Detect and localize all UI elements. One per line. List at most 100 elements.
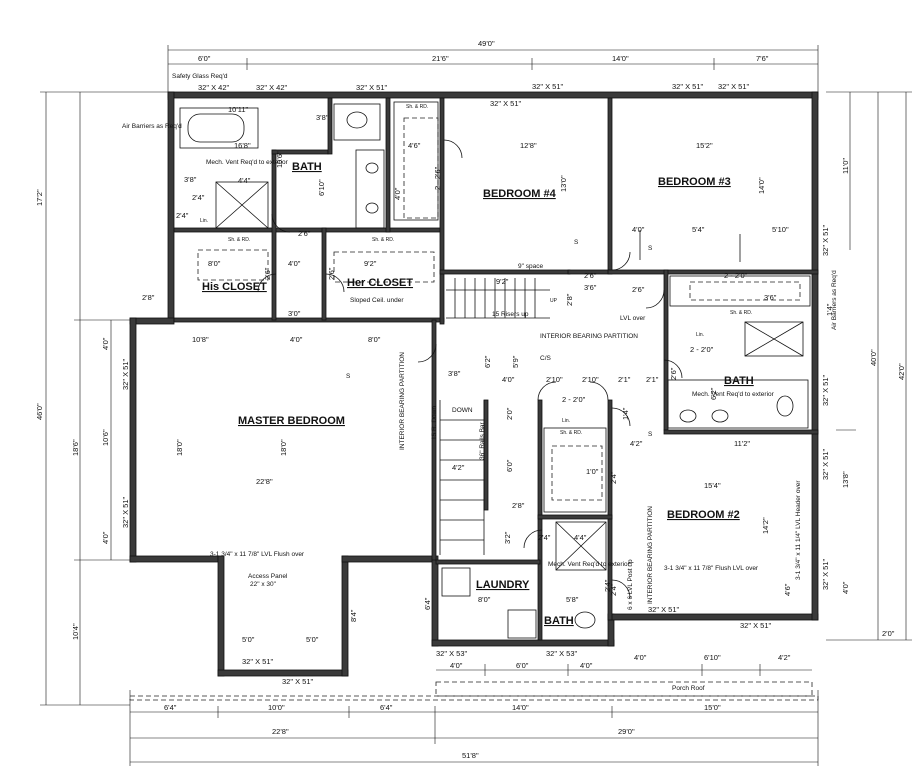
room-labels: MASTER BEDROOM BATH His CLOSET Her CLOSE… bbox=[202, 161, 754, 627]
dim-left-10-4: 10'4" bbox=[71, 623, 80, 640]
dim-porch-5-b: 5'0" bbox=[306, 635, 319, 644]
dim-closet-2-6-b: 2'6" bbox=[263, 267, 272, 280]
dim-master-4: 4'0" bbox=[290, 335, 303, 344]
note-lvl-header: 3-1 3/4" x 11 1/4" LVL Header over bbox=[795, 480, 802, 580]
dim-bot-4-b: 4'0" bbox=[580, 661, 593, 670]
dim-hall-5-9: 5'9" bbox=[511, 355, 520, 368]
dim-bath-10-6: 10'6" bbox=[275, 151, 284, 168]
dim-bed2-15-4: 15'4" bbox=[704, 481, 721, 490]
dim-hall-2-10-b: 2'10" bbox=[582, 375, 599, 384]
dim-bed3-14: 14'0" bbox=[757, 177, 766, 194]
dim-bot-14: 14'0" bbox=[512, 703, 529, 712]
note-shelf-rod-her: Sh. & RD. bbox=[372, 237, 394, 243]
dim-left-4-b: 4'0" bbox=[101, 531, 110, 544]
window-label-3: 32" X 51" bbox=[490, 99, 522, 108]
window-label-4: 32" X 51" bbox=[532, 82, 564, 91]
dim-hall-2-2: 2 - 2'0" bbox=[562, 395, 586, 404]
dim-bath-6-10: 6'10" bbox=[317, 179, 326, 196]
note-down: DOWN bbox=[452, 407, 473, 414]
note-interior-bearing-3: INTERIOR BEARING PARTITION bbox=[647, 506, 654, 604]
dim-right-4: 4'0" bbox=[841, 581, 850, 594]
note-shelf-rod-his: Sh. & RD. bbox=[228, 237, 250, 243]
dim-hallbath-6-2: 6'2" bbox=[709, 387, 718, 400]
dim-right-13-8: 13'8" bbox=[841, 471, 850, 488]
note-risers-down: 15 R. Down bbox=[431, 406, 438, 440]
dimension-lines bbox=[40, 45, 912, 766]
dim-top-14: 14'0" bbox=[612, 54, 629, 63]
room-label-bedroom-4: BEDROOM #4 bbox=[483, 188, 557, 200]
dim-right-40: 40'0" bbox=[869, 349, 878, 366]
window-label-6: 32" X 51" bbox=[718, 82, 750, 91]
dim-master-3: 3'0" bbox=[288, 309, 301, 318]
window-labels: 32" X 42" 32" X 42" 32" X 51" 32" X 51" … bbox=[121, 82, 830, 686]
window-label-18: 32" X 51" bbox=[356, 83, 388, 92]
dim-hallbath-1-4: 1'4" bbox=[621, 407, 630, 420]
note-risers-up: 15 Risers up bbox=[492, 311, 529, 318]
window-label-7: 32" X 51" bbox=[821, 224, 830, 256]
dim-bath-10-11: 10'11" bbox=[228, 105, 249, 114]
note-access-size: 22" x 30" bbox=[250, 581, 277, 588]
window-label-1: 32" X 42" bbox=[198, 83, 230, 92]
dim-master-2-8: 2'8" bbox=[142, 293, 155, 302]
note-mech-vent-small: Mech. Vent Req'd to exterior bbox=[548, 561, 631, 568]
dim-hall-1: 1'0" bbox=[586, 467, 599, 476]
window-label-19: 32" X 51" bbox=[821, 448, 830, 480]
dim-left-17-2: 17'2" bbox=[35, 189, 44, 206]
dim-hall-2-4-b: 2'4" bbox=[609, 471, 618, 484]
door-swings bbox=[257, 139, 683, 599]
dim-left-18-6: 18'6" bbox=[71, 439, 80, 456]
note-interior-bearing-2: INTERIOR BEARING PARTITION bbox=[399, 352, 406, 450]
dim-laundry-8: 8'0" bbox=[478, 595, 491, 604]
dim-hall-2-4: 2'4" bbox=[538, 533, 551, 542]
dim-hall-3-2: 3'2" bbox=[503, 531, 512, 544]
dim-bath-2-4: 2'4" bbox=[192, 193, 205, 202]
dim-hall-2-1: 2'1" bbox=[618, 375, 631, 384]
dim-bot-51-8: 51'8" bbox=[462, 751, 479, 760]
room-label-small-bath: BATH bbox=[544, 615, 574, 627]
dim-bed2-2-4: 2'4" bbox=[609, 583, 618, 596]
note-interior-bearing-1: INTERIOR BEARING PARTITION bbox=[540, 333, 638, 340]
window-label-13: 32" X 51" bbox=[648, 605, 680, 614]
dim-left-10-6: 10'6" bbox=[101, 429, 110, 446]
dim-bed4-13: 13'0" bbox=[559, 175, 568, 192]
note-access-panel: Access Panel bbox=[248, 573, 288, 580]
dim-stair-2-8: 2'8" bbox=[565, 293, 574, 306]
window-label-8: 32" X 51" bbox=[121, 358, 130, 390]
dim-bot-6-4-b: 6'4" bbox=[380, 703, 393, 712]
note-sloped-ceiling: Sloped Ceil. under bbox=[350, 297, 404, 304]
note-lvl-flush-bedroom-2: 3-1 3/4" x 11 7/8" Flush LVL over bbox=[664, 565, 759, 572]
dim-hall-2-10: 2'10" bbox=[546, 375, 563, 384]
dim-bot-6-4-a: 6'4" bbox=[164, 703, 177, 712]
dim-bed3-2-6: 2'6" bbox=[632, 285, 645, 294]
dim-right-11: 11'0" bbox=[841, 158, 850, 174]
dim-closet-4: 4'0" bbox=[393, 187, 402, 200]
note-smoke-master: S bbox=[346, 373, 351, 380]
dim-bot-10: 10'0" bbox=[268, 703, 285, 712]
dim-bath-4-4: 4'4" bbox=[238, 176, 251, 185]
window-label-14: 32" X 51" bbox=[242, 657, 274, 666]
dim-bot-4-a: 4'0" bbox=[450, 661, 463, 670]
dim-hall-2-8: 2'8" bbox=[512, 501, 525, 510]
dim-bath-16-8: 16'8" bbox=[234, 141, 251, 150]
window-label-2: 32" X 42" bbox=[256, 83, 288, 92]
room-label-bedroom-2: BEDROOM #2 bbox=[667, 509, 740, 521]
dim-smallbath-4-4: 4'4" bbox=[574, 533, 587, 542]
note-smoke-bed2: S bbox=[648, 431, 653, 438]
dim-closet-9-2: 9'2" bbox=[364, 259, 377, 268]
dim-hall-2-1-b: 2'1" bbox=[646, 375, 659, 384]
dim-bed3-5-10: 5'10" bbox=[772, 225, 789, 234]
exterior-walls bbox=[129, 91, 819, 677]
dim-hall-3-8: 3'8" bbox=[448, 369, 461, 378]
dim-bed3-15-2: 15'2" bbox=[696, 141, 713, 150]
dim-hallbath-4-2: 4'2" bbox=[630, 439, 643, 448]
window-label-17: 32" X 51" bbox=[282, 677, 314, 686]
dim-bot-4-c: 4'0" bbox=[634, 653, 647, 662]
dim-laundry-6-4: 6'4" bbox=[423, 597, 432, 610]
note-smoke-bed3: S bbox=[648, 245, 653, 252]
dim-bot-29: 29'0" bbox=[618, 727, 635, 736]
dim-hall-6: 6'0" bbox=[505, 459, 514, 472]
dim-bot-4-2: 4'2" bbox=[778, 653, 791, 662]
dim-bot-22-8: 22'8" bbox=[272, 727, 289, 736]
note-linen-hall: Lin. bbox=[696, 332, 704, 338]
